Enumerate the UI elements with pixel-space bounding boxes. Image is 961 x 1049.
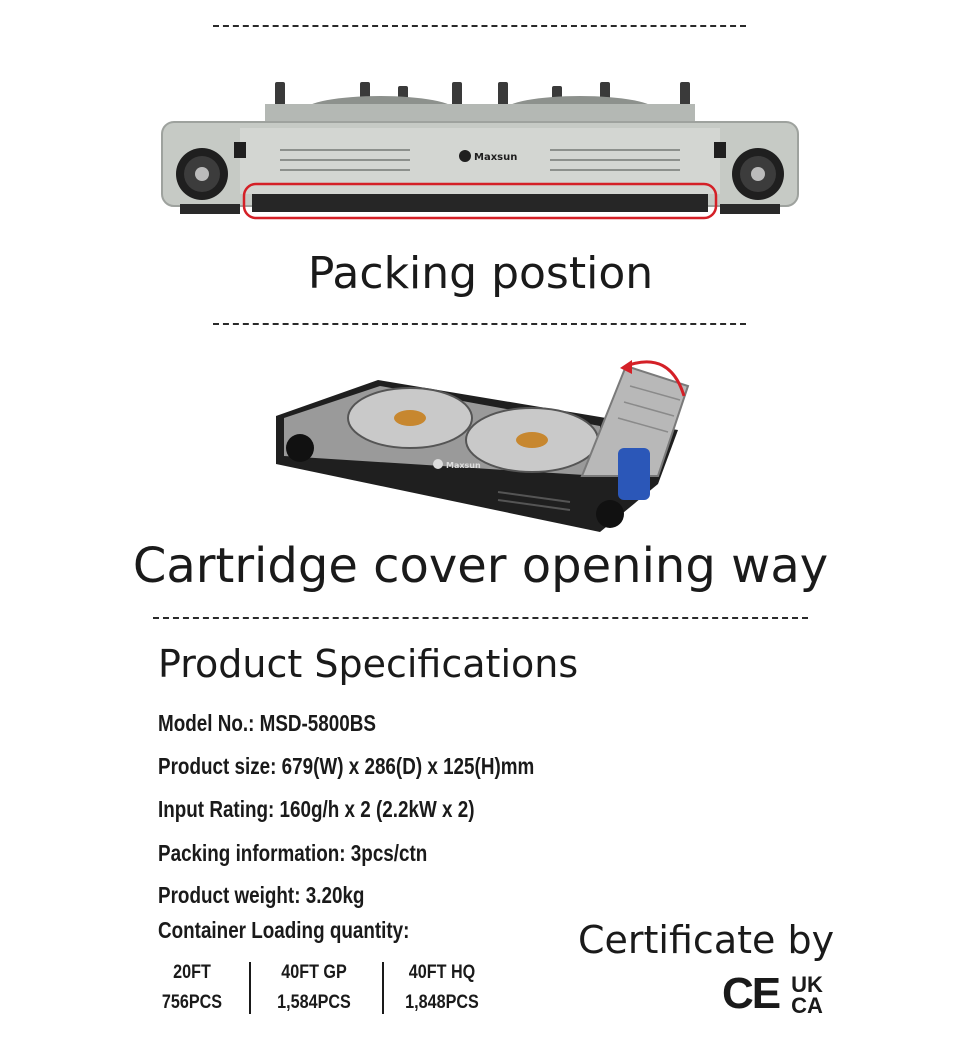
spec-size: Product size: 679(W) x 286(D) x 125(H)mm <box>158 753 535 779</box>
ukca-bottom: CA <box>791 993 823 1018</box>
stove-open-brand: Maxsun <box>446 461 481 470</box>
stove-top-brand: Maxsun <box>474 152 517 163</box>
spec-container-label: Container Loading quantity: <box>158 917 410 943</box>
container-separator <box>249 962 251 1014</box>
container-col-20ft: 20FT 756PCS <box>150 958 234 1018</box>
cover-caption: Cartridge cover opening way <box>132 538 829 594</box>
packing-caption: Packing postion <box>307 248 654 299</box>
container-qty: 756PCS <box>161 992 223 1013</box>
container-type: 20FT <box>173 962 211 983</box>
container-qty: 1,584PCS <box>277 992 351 1013</box>
container-qty: 1,848PCS <box>405 992 479 1013</box>
spec-packing: Packing information: 3pcs/ctn <box>158 840 428 866</box>
container-col-40ft-gp: 40FT GP 1,584PCS <box>264 958 364 1018</box>
container-separator <box>382 962 384 1014</box>
middle-divider <box>213 323 746 325</box>
container-col-40ft-hq: 40FT HQ 1,848PCS <box>392 958 492 1018</box>
spec-rating: Input Rating: 160g/h x 2 (2.2kW x 2) <box>158 796 475 822</box>
certificate-label: Certificate by <box>578 918 835 962</box>
ce-mark: CE <box>722 969 781 1018</box>
stove-packing-image: Maxsun <box>161 82 799 220</box>
spec-model: Model No.: MSD-5800BS <box>158 710 376 736</box>
ukca-mark: UK CA <box>786 972 828 1018</box>
top-divider <box>213 25 746 27</box>
spec-weight: Product weight: 3.20kg <box>158 882 365 908</box>
packing-highlight <box>242 182 718 220</box>
specs-divider <box>153 617 808 619</box>
specs-heading: Product Specifications <box>158 642 579 686</box>
container-type: 40FT HQ <box>408 962 476 983</box>
container-type: 40FT GP <box>281 962 347 983</box>
ukca-top: UK <box>791 972 823 997</box>
stove-open-image: Maxsun <box>276 360 690 532</box>
